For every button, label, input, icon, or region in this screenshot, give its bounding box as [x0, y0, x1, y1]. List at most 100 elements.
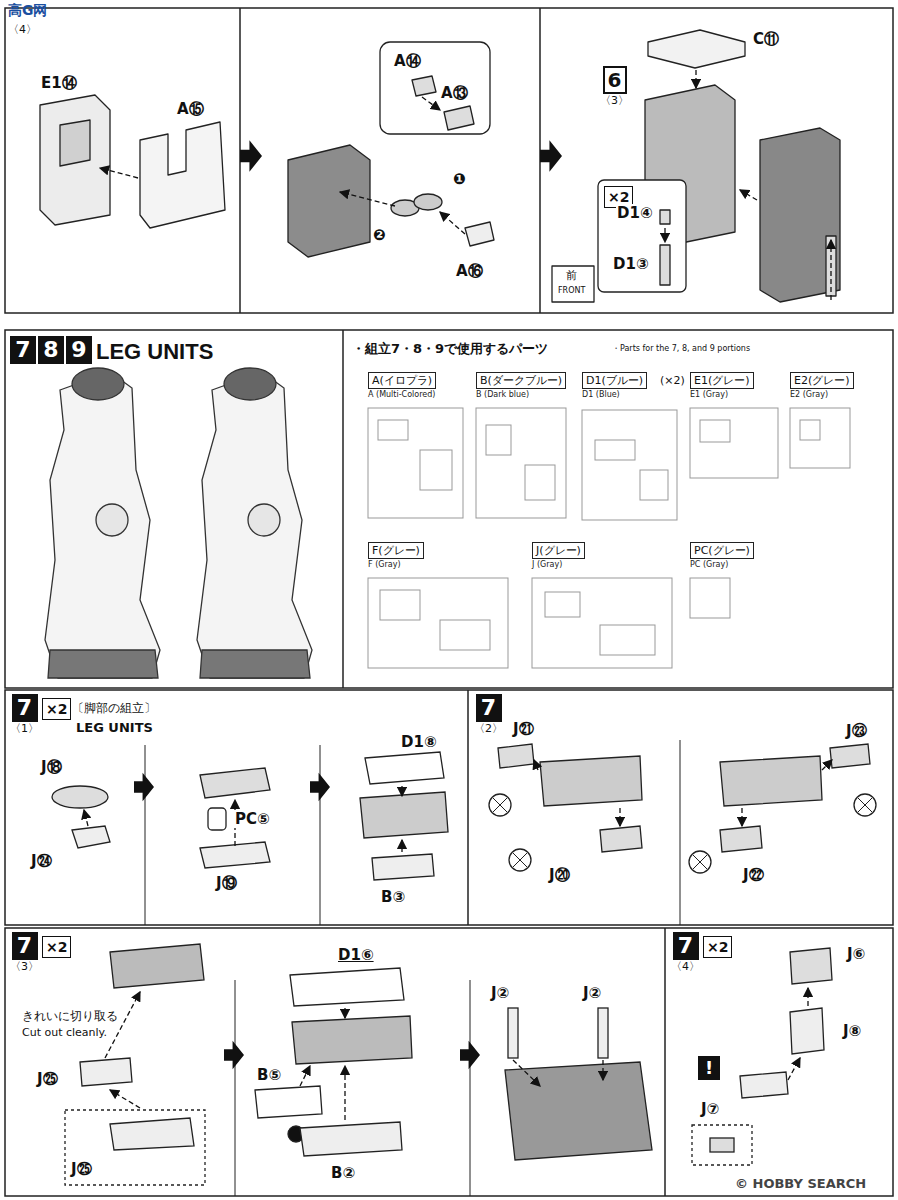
- illustration-shape: [741, 808, 742, 826]
- illustration-shape: [720, 756, 822, 806]
- parts-heading: ・Parts for the 7, 8, and 9 portions: [612, 343, 750, 354]
- illustration-shape: [460, 1041, 480, 1070]
- illustration-shape: [84, 810, 88, 826]
- illustration-shape: [680, 740, 681, 925]
- watermark: © HOBBY SEARCH: [735, 1176, 866, 1191]
- callout-number: D1⑥: [338, 946, 374, 964]
- illustration-shape: [800, 420, 820, 440]
- illustration-shape: [513, 853, 527, 867]
- illustration-shape: [540, 756, 642, 806]
- illustration-shape: [532, 578, 672, 668]
- order-number: ❶: [452, 170, 467, 188]
- step-badge: 7〈2〉: [474, 694, 503, 735]
- callout-number: J⑱: [40, 758, 63, 777]
- caution-mark: !: [698, 1056, 720, 1080]
- illustration-shape: [595, 440, 635, 460]
- illustration-shape: [72, 826, 110, 848]
- step-badge: 6〈3〉: [600, 66, 629, 107]
- illustration-shape: [48, 650, 158, 678]
- illustration-shape: [208, 808, 226, 830]
- illustration-shape: [197, 372, 312, 678]
- callout-number: D1⑧: [400, 733, 438, 751]
- panel4-parts: [65, 944, 832, 1185]
- illustration-shape: [380, 42, 490, 134]
- callout-number: J㉔: [30, 852, 53, 870]
- panel-frames: [5, 8, 893, 1196]
- illustration-shape: [344, 1008, 345, 1018]
- panel4-lines: [105, 988, 808, 1120]
- illustration-shape: [710, 1138, 734, 1152]
- node-subtext: D1 (Blue): [582, 389, 620, 400]
- illustration-shape: [600, 625, 655, 655]
- illustration-shape: [695, 70, 696, 88]
- illustration-shape: [545, 592, 580, 617]
- illustration-shape: [372, 854, 434, 880]
- illustration-shape: [476, 408, 566, 518]
- illustration-shape: [788, 1058, 800, 1080]
- illustration-shape: [444, 106, 474, 130]
- illustration-shape: [110, 1118, 194, 1150]
- node-text: ×2: [42, 698, 71, 720]
- illustration-shape: [513, 1060, 540, 1086]
- illustration-shape: [486, 425, 511, 455]
- node-subtext: J (Gray): [532, 559, 562, 570]
- illustration-shape: [96, 504, 128, 536]
- node-subtext: 〈2〉: [474, 722, 503, 735]
- step-title: 〔脚部の組立〕: [72, 700, 156, 717]
- parts-heading: ・組立7・8・9で使用するパーツ: [352, 340, 548, 358]
- illustration-shape: [401, 840, 402, 852]
- runner-tag: B(ダークブルー)B (Dark blue): [476, 372, 566, 400]
- illustration-shape: [664, 928, 666, 1196]
- quantity-box: ×2: [42, 936, 71, 958]
- illustration-shape: [110, 1090, 140, 1108]
- node-subtext: B (Dark blue): [476, 389, 529, 400]
- illustration-shape: [740, 190, 757, 200]
- step-badge: 7〈3〉: [10, 932, 39, 973]
- illustration-shape: [489, 794, 876, 873]
- runner-tag: D1(ブルー)D1 (Blue): [582, 372, 647, 400]
- illustration-shape: [140, 122, 225, 228]
- illustration-shape: [105, 992, 140, 1058]
- illustration-shape: [660, 245, 670, 285]
- node-text: 8: [38, 336, 64, 364]
- callout-number: J②: [582, 984, 602, 1002]
- illustration-shape: [598, 1008, 608, 1058]
- illustration-shape: [690, 408, 778, 478]
- order-number: ❷: [372, 226, 387, 244]
- callout-number: J⑧: [842, 1022, 862, 1040]
- illustration-shape: [378, 420, 408, 440]
- illustration-shape: [5, 690, 893, 925]
- illustration-shape: [552, 266, 594, 302]
- node-text: !: [698, 1056, 720, 1080]
- callout-number: J⑳: [548, 866, 571, 885]
- illustration-shape: [412, 76, 436, 96]
- leg-illustration: [45, 368, 312, 678]
- illustration-shape: [110, 944, 204, 988]
- node-text: 7: [476, 694, 502, 722]
- illustration-shape: [5, 8, 893, 313]
- illustration-shape: [582, 410, 677, 520]
- section-title: LEG UNITS: [96, 339, 213, 365]
- illustration-shape: [248, 504, 280, 536]
- illustration-shape: [858, 798, 872, 812]
- node-text: 9: [66, 336, 92, 364]
- illustration-shape: [292, 1016, 412, 1064]
- panel3-parts: [52, 744, 876, 880]
- illustration-shape: [534, 760, 538, 770]
- illustration-shape: [489, 794, 511, 816]
- illustration-shape: [602, 1060, 603, 1080]
- node-subtext: PC (Gray): [690, 559, 728, 570]
- illustration-shape: [100, 168, 138, 178]
- callout-number: D1④: [616, 204, 654, 222]
- node-text: 7: [12, 932, 38, 960]
- runner-tag: E2(グレー)E2 (Gray): [790, 372, 854, 400]
- callout-number: PC⑤: [234, 810, 271, 828]
- quantity-box: ×2: [42, 698, 71, 720]
- watermark: 高G网: [8, 2, 48, 20]
- illustration-shape: [134, 773, 154, 802]
- illustration-shape: [310, 773, 330, 802]
- node-text: 7: [10, 336, 36, 364]
- node-text: F(グレー): [368, 542, 424, 559]
- illustration-shape: [40, 95, 110, 225]
- illustration-shape: [692, 1125, 752, 1165]
